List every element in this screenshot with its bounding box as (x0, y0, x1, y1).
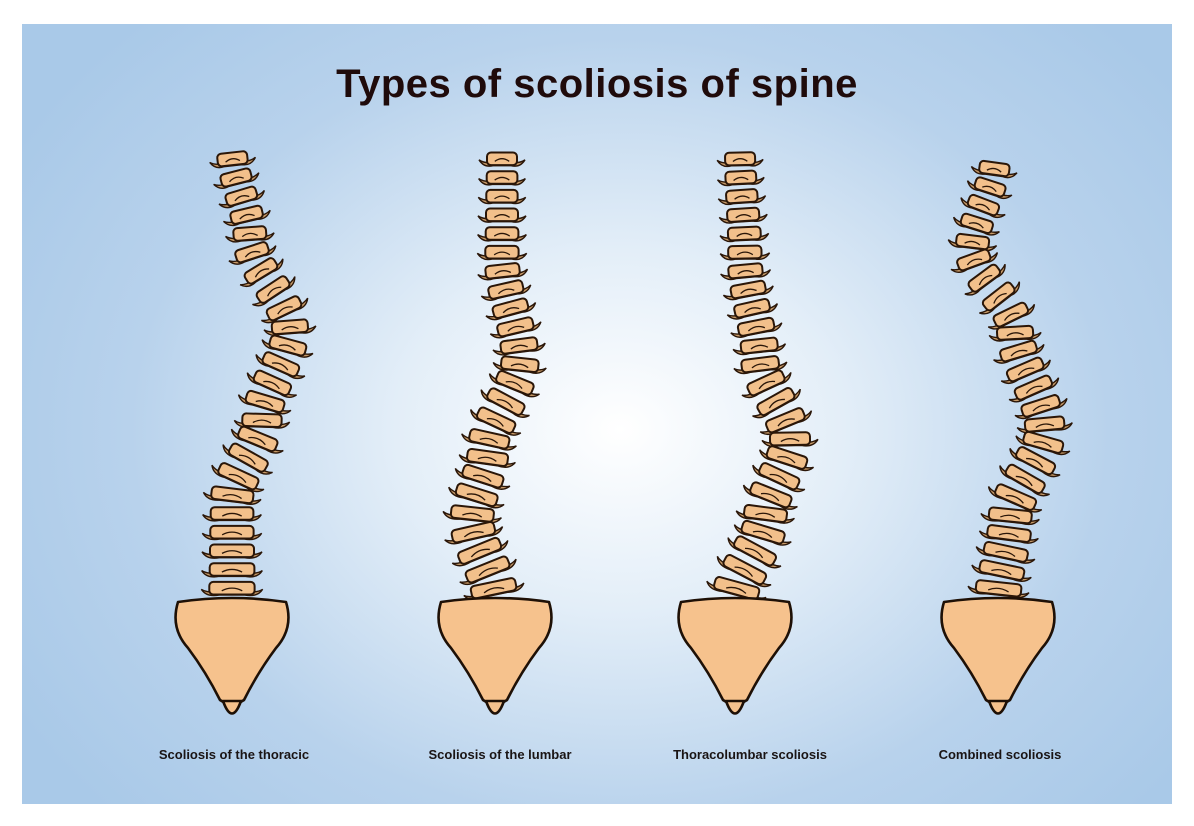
vertebra (202, 526, 261, 540)
vertebra (225, 225, 275, 242)
vertebra (479, 153, 525, 167)
vertebra (720, 245, 770, 260)
vertebra (201, 582, 262, 596)
vertebra (732, 336, 786, 355)
vertebra (478, 190, 525, 204)
coccyx (486, 701, 504, 714)
vertebra (477, 262, 528, 281)
spine-combined-scoliosis (942, 159, 1073, 713)
vertebra (479, 171, 526, 185)
vertebra (720, 226, 769, 242)
caption-thoracic: Scoliosis of the thoracic (104, 747, 364, 762)
sacrum (942, 598, 1055, 704)
vertebra (209, 150, 256, 169)
vertebra (967, 579, 1029, 599)
sacrum (176, 598, 289, 704)
coccyx (989, 701, 1007, 714)
vertebra (762, 432, 818, 447)
vertebra (720, 262, 771, 280)
vertebra (202, 545, 262, 559)
coccyx (223, 701, 241, 714)
vertebra (717, 152, 763, 167)
vertebra (478, 209, 526, 223)
caption-thoracolumbar: Thoracolumbar scoliosis (620, 747, 880, 762)
sacrum (679, 598, 792, 704)
vertebra (492, 336, 546, 356)
vertebra (203, 507, 262, 521)
coccyx (726, 701, 744, 714)
spine-thoracic-scoliosis (176, 150, 317, 714)
vertebra (202, 563, 263, 577)
vertebra (477, 246, 526, 260)
vertebra (971, 159, 1018, 179)
spine-thoracolumbar-scoliosis (679, 152, 819, 713)
vertebra (478, 227, 527, 241)
caption-lumbar: Scoliosis of the lumbar (370, 747, 630, 762)
caption-combined: Combined scoliosis (870, 747, 1130, 762)
sacrum (439, 598, 552, 704)
spine-lumbar-scoliosis (439, 153, 552, 714)
vertebra (717, 170, 764, 186)
vertebra (719, 207, 768, 224)
vertebra (722, 279, 774, 302)
vertebra (718, 188, 766, 205)
